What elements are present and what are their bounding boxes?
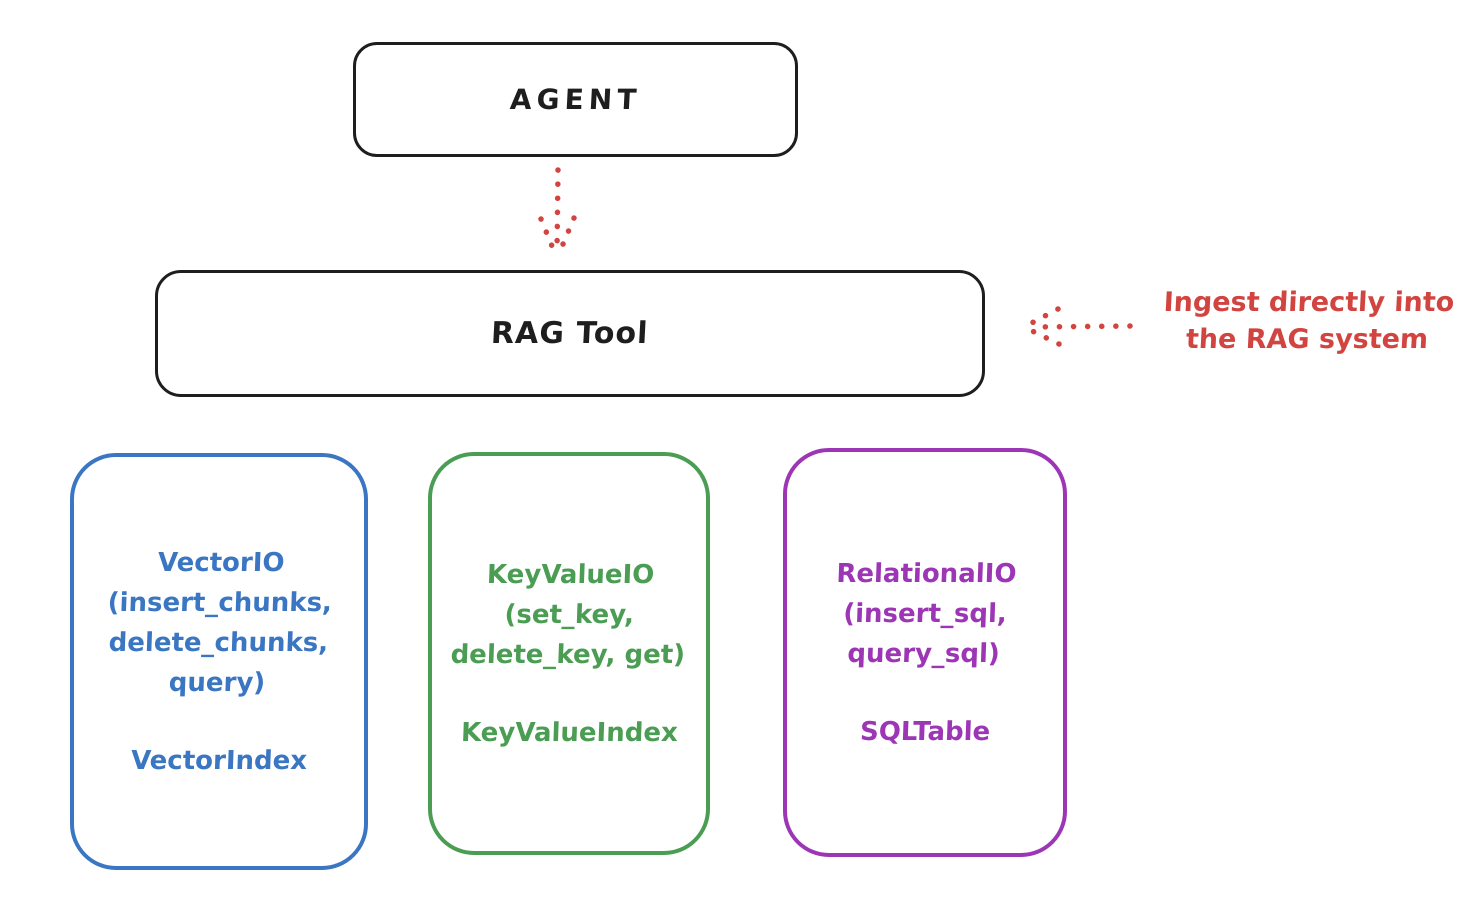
ingest-annotation: Ingest directly into the RAG system bbox=[1162, 287, 1456, 355]
agent-node: AGENT bbox=[353, 42, 798, 157]
agent-node-label: AGENT bbox=[508, 83, 643, 116]
keyvalue-index-label: KeyValueIndex bbox=[460, 717, 678, 748]
rag-tool-node-label: RAG Tool bbox=[490, 316, 650, 351]
vector-io-label: VectorIO (insert_chunks, delete_chunks, … bbox=[107, 547, 333, 698]
agent-to-ragtool-arrow-icon bbox=[538, 167, 577, 259]
keyvalue-store-card: KeyValueIO (set_key, delete_key, get) Ke… bbox=[428, 452, 710, 855]
rag-tool-node: RAG Tool bbox=[155, 270, 985, 397]
vector-store-card: VectorIO (insert_chunks, delete_chunks, … bbox=[70, 453, 368, 870]
relational-index-label: SQLTable bbox=[859, 716, 991, 747]
relational-store-card: RelationalIO (insert_sql, query_sql) SQL… bbox=[783, 448, 1067, 857]
keyvalue-io-label: KeyValueIO (set_key, delete_key, get) bbox=[449, 559, 686, 670]
annotation-to-ragtool-arrow-icon bbox=[1023, 306, 1133, 347]
relational-io-label: RelationalIO (insert_sql, query_sql) bbox=[835, 558, 1017, 669]
vector-index-label: VectorIndex bbox=[130, 745, 308, 776]
